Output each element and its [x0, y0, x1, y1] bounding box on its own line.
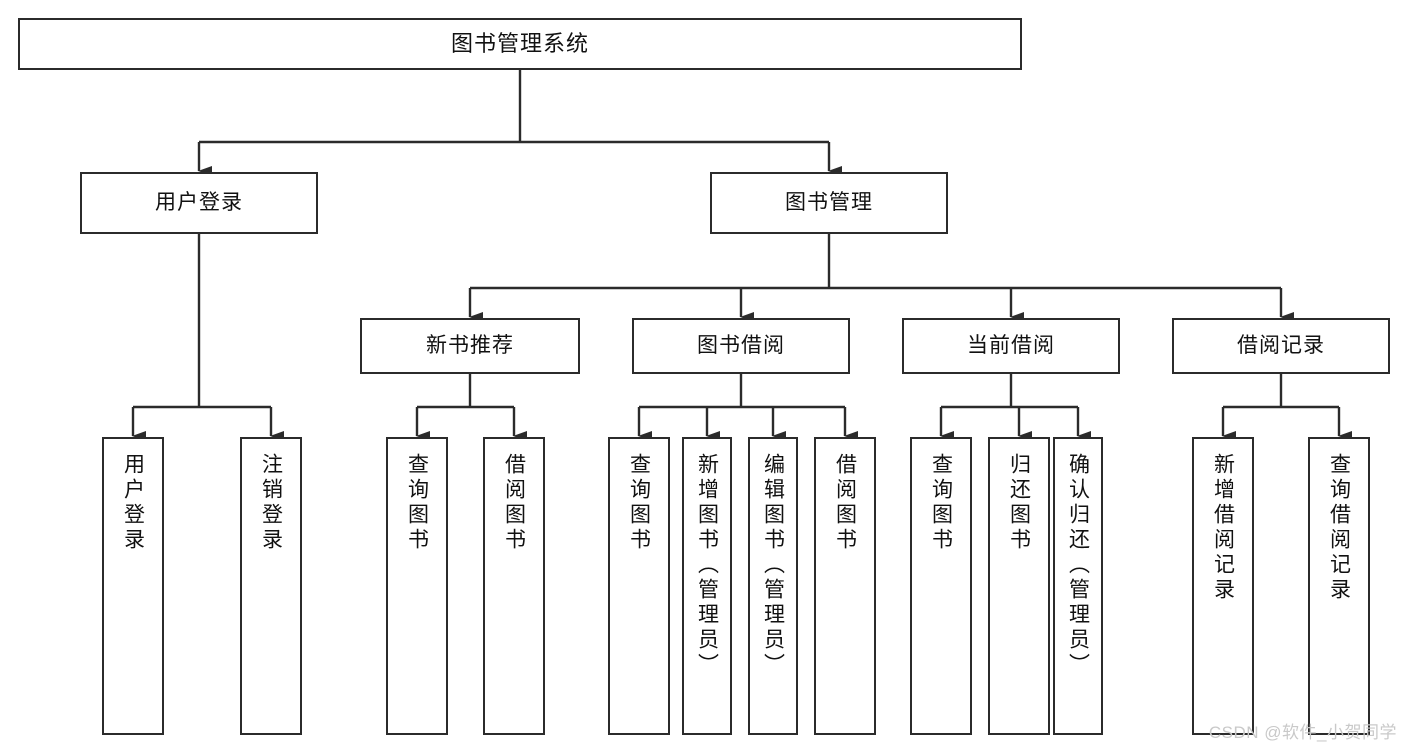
node-label-bookmgmt: 图书管理: [785, 190, 873, 214]
node-r-add[interactable]: 新增借阅记录: [1192, 437, 1254, 735]
node-newbook[interactable]: 新书推荐: [360, 318, 580, 374]
node-r-query[interactable]: 查询借阅记录: [1308, 437, 1370, 735]
node-label-borrow: 图书借阅: [697, 333, 785, 357]
node-current[interactable]: 当前借阅: [902, 318, 1120, 374]
node-l-login[interactable]: 用户登录: [102, 437, 164, 735]
node-n-borrow[interactable]: 借阅图书: [483, 437, 545, 735]
node-label-n-query: 查询图书: [405, 453, 429, 553]
node-label-r-query: 查询借阅记录: [1327, 453, 1351, 603]
node-label-c-return: 归还图书: [1007, 453, 1031, 553]
node-root[interactable]: 图书管理系统: [18, 18, 1022, 70]
node-login[interactable]: 用户登录: [80, 172, 318, 234]
node-l-logout[interactable]: 注销登录: [240, 437, 302, 735]
node-label-b-add: 新增图书（管理员）: [695, 453, 719, 678]
node-borrow[interactable]: 图书借阅: [632, 318, 850, 374]
node-label-root: 图书管理系统: [450, 31, 589, 57]
node-label-b-edit: 编辑图书（管理员）: [761, 453, 785, 678]
node-label-records: 借阅记录: [1237, 333, 1325, 357]
node-b-edit[interactable]: 编辑图书（管理员）: [748, 437, 798, 735]
node-label-n-borrow: 借阅图书: [502, 453, 526, 553]
node-label-r-add: 新增借阅记录: [1211, 453, 1235, 603]
node-label-login: 用户登录: [155, 190, 243, 214]
node-c-return[interactable]: 归还图书: [988, 437, 1050, 735]
node-label-l-logout: 注销登录: [259, 453, 283, 553]
node-n-query[interactable]: 查询图书: [386, 437, 448, 735]
watermark-label: CSDN @软件_小贺同学: [1208, 723, 1397, 742]
node-c-confirm[interactable]: 确认归还（管理员）: [1053, 437, 1103, 735]
node-label-l-login: 用户登录: [121, 453, 145, 553]
node-c-query[interactable]: 查询图书: [910, 437, 972, 735]
node-label-b-lend: 借阅图书: [833, 453, 857, 553]
node-records[interactable]: 借阅记录: [1172, 318, 1390, 374]
node-label-b-query: 查询图书: [627, 453, 651, 553]
node-bookmgmt[interactable]: 图书管理: [710, 172, 948, 234]
node-b-lend[interactable]: 借阅图书: [814, 437, 876, 735]
node-b-add[interactable]: 新增图书（管理员）: [682, 437, 732, 735]
node-label-c-confirm: 确认归还（管理员）: [1066, 453, 1090, 678]
node-label-current: 当前借阅: [967, 333, 1055, 357]
node-label-newbook: 新书推荐: [426, 333, 514, 357]
node-b-query[interactable]: 查询图书: [608, 437, 670, 735]
node-label-c-query: 查询图书: [929, 453, 953, 553]
